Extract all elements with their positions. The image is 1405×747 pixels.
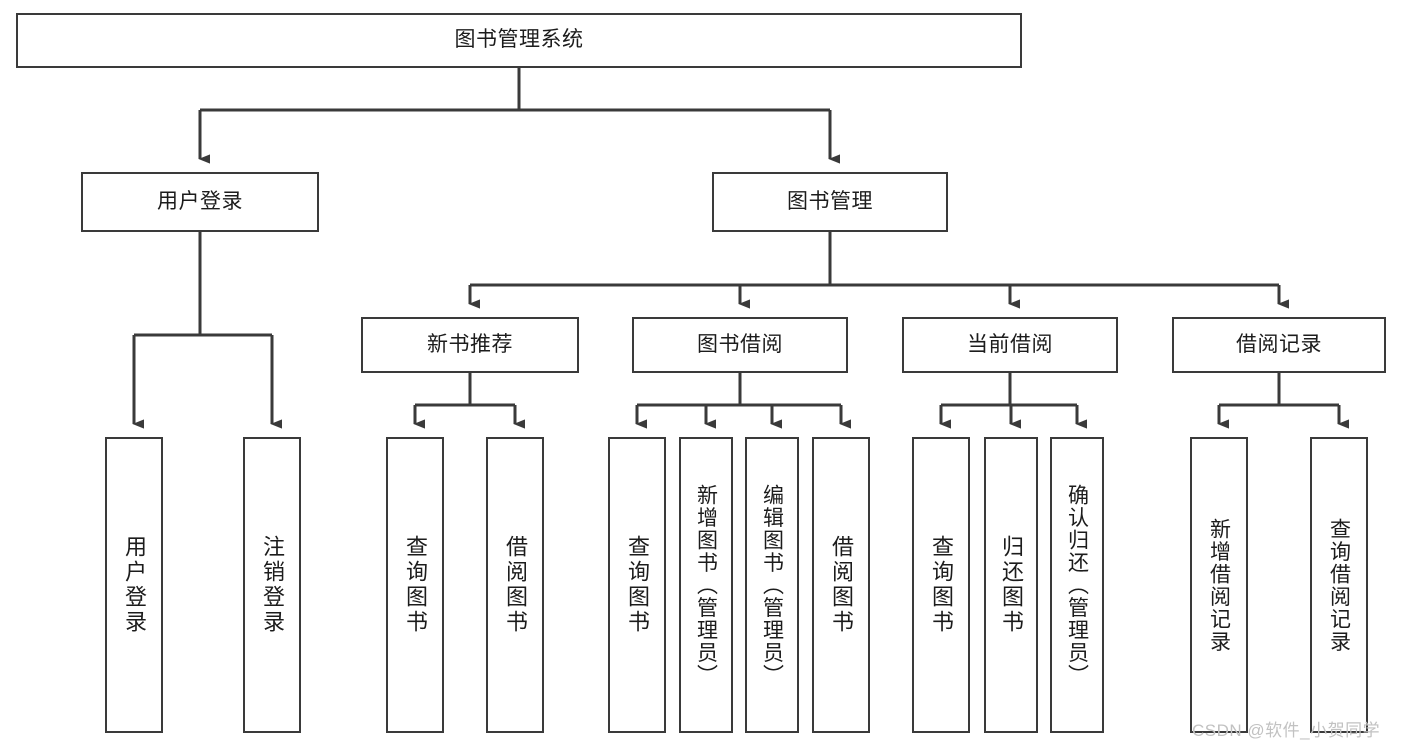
- node-label-leaf-new-2: 借阅图书: [503, 535, 528, 635]
- node-label-leaf-cur-3: 确认归还（管理员）: [1065, 483, 1089, 687]
- node-login[interactable]: 用户登录: [81, 172, 319, 232]
- node-bookmgmt[interactable]: 图书管理: [712, 172, 948, 232]
- node-current[interactable]: 当前借阅: [902, 317, 1118, 373]
- node-leaf-borrow-3[interactable]: 编辑图书（管理员）: [745, 437, 799, 733]
- node-leaf-cur-2[interactable]: 归还图书: [984, 437, 1038, 733]
- node-label-leaf-cur-2: 归还图书: [999, 535, 1024, 635]
- node-leaf-borrow-4[interactable]: 借阅图书: [812, 437, 870, 733]
- node-label-leaf-login-2: 注销登录: [260, 535, 285, 635]
- node-leaf-rec-1[interactable]: 新增借阅记录: [1190, 437, 1248, 733]
- node-leaf-new-1[interactable]: 查询图书: [386, 437, 444, 733]
- node-label-leaf-borrow-4: 借阅图书: [829, 535, 854, 635]
- node-borrow[interactable]: 图书借阅: [632, 317, 848, 373]
- node-label-root: 图书管理系统: [454, 28, 584, 52]
- node-label-bookmgmt: 图书管理: [787, 189, 873, 213]
- node-label-records: 借阅记录: [1236, 332, 1322, 356]
- node-records[interactable]: 借阅记录: [1172, 317, 1386, 373]
- node-label-newbook: 新书推荐: [427, 332, 513, 356]
- node-label-leaf-borrow-3: 编辑图书（管理员）: [760, 483, 784, 687]
- node-label-leaf-cur-1: 查询图书: [929, 535, 954, 635]
- node-label-leaf-login-1: 用户登录: [122, 535, 147, 635]
- node-leaf-rec-2[interactable]: 查询借阅记录: [1310, 437, 1368, 733]
- node-label-leaf-new-1: 查询图书: [403, 535, 428, 635]
- node-label-leaf-borrow-1: 查询图书: [625, 535, 650, 635]
- node-label-borrow: 图书借阅: [697, 332, 783, 356]
- node-leaf-login-2[interactable]: 注销登录: [243, 437, 301, 733]
- node-leaf-cur-3[interactable]: 确认归还（管理员）: [1050, 437, 1104, 733]
- node-leaf-cur-1[interactable]: 查询图书: [912, 437, 970, 733]
- node-label-current: 当前借阅: [967, 332, 1053, 356]
- node-label-leaf-rec-2: 查询借阅记录: [1327, 517, 1351, 653]
- node-newbook[interactable]: 新书推荐: [361, 317, 579, 373]
- node-label-leaf-rec-1: 新增借阅记录: [1207, 517, 1231, 653]
- node-leaf-borrow-1[interactable]: 查询图书: [608, 437, 666, 733]
- node-label-leaf-borrow-2: 新增图书（管理员）: [694, 483, 718, 687]
- node-leaf-borrow-2[interactable]: 新增图书（管理员）: [679, 437, 733, 733]
- node-leaf-login-1[interactable]: 用户登录: [105, 437, 163, 733]
- node-root[interactable]: 图书管理系统: [16, 13, 1022, 68]
- node-leaf-new-2[interactable]: 借阅图书: [486, 437, 544, 733]
- node-label-login: 用户登录: [157, 189, 243, 213]
